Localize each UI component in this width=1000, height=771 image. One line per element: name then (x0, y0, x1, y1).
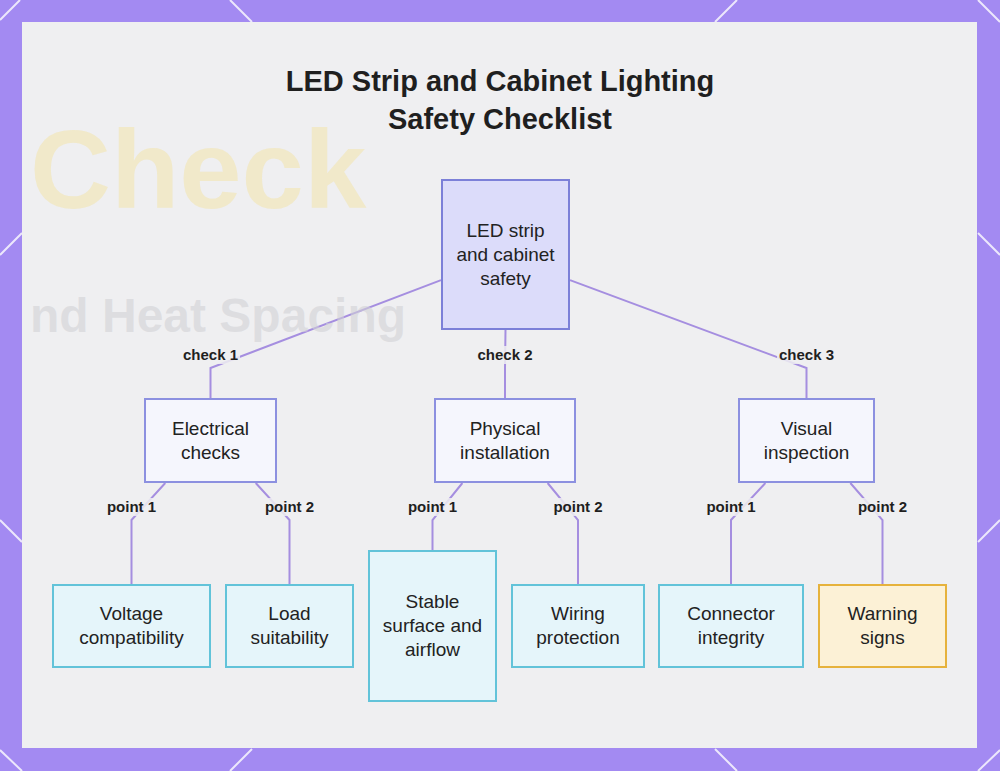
text-group: Physical installation (442, 417, 568, 465)
text-group: Load suitability (233, 602, 346, 650)
edge-label: point 1 (704, 498, 757, 516)
edge-label: check 2 (475, 346, 534, 364)
text-group: Warning signs (826, 602, 939, 650)
node-text: LED strip and cabinet safety (449, 219, 562, 291)
node-text: Voltage compatibility (60, 602, 203, 650)
category-box: Electrical checks (144, 398, 277, 483)
watermark-text: nd Heat Spacing (30, 288, 406, 343)
edge-label: point 2 (263, 498, 316, 516)
check-box: Connector integrity (658, 584, 804, 668)
edge-label: check 1 (181, 346, 240, 364)
edge-label: check 3 (777, 346, 836, 364)
text-group: Voltage compatibility (60, 602, 203, 650)
node-text: Connector integrity (666, 602, 796, 650)
node-text: Load suitability (233, 602, 346, 650)
text-group: Wiring protection (519, 602, 637, 650)
category-box: Visual inspection (738, 398, 875, 483)
edge-label: point 1 (406, 498, 459, 516)
connector-line (504, 330, 507, 398)
edge-label: point 2 (856, 498, 909, 516)
text-group: Electrical checks (152, 417, 269, 465)
text-group: Stable surface and airflow (376, 590, 489, 662)
category-box: Physical installation (434, 398, 576, 483)
node-text: Physical installation (442, 417, 568, 465)
edge-label: point 1 (105, 498, 158, 516)
warning-box: Warning signs (818, 584, 947, 668)
root-box: LED strip and cabinet safety (441, 179, 570, 330)
node-text: Wiring protection (519, 602, 637, 650)
check-box: Voltage compatibility (52, 584, 211, 668)
text-group: LED strip and cabinet safety (449, 219, 562, 291)
text-group: Connector integrity (666, 602, 796, 650)
node-text: Stable surface and airflow (376, 590, 489, 662)
watermark-text: Check (30, 105, 366, 234)
diagram-title: LED Strip and Cabinet Lighting Safety Ch… (265, 62, 735, 138)
check-box: Load suitability (225, 584, 354, 668)
connector-line (433, 483, 463, 550)
edge-label: point 2 (551, 498, 604, 516)
node-text: Visual inspection (746, 417, 867, 465)
node-text: Warning signs (826, 602, 939, 650)
check-box: Stable surface and airflow (368, 550, 497, 702)
text-group: Visual inspection (746, 417, 867, 465)
connector-line (570, 280, 807, 398)
node-text: Electrical checks (152, 417, 269, 465)
check-box: Wiring protection (511, 584, 645, 668)
